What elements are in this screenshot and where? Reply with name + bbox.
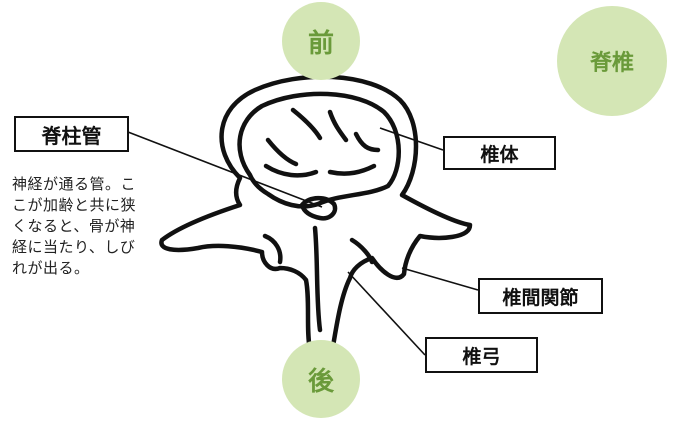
back-label: 後 bbox=[307, 366, 334, 397]
leader-vertebral-body bbox=[379, 127, 444, 151]
spinal-canal-description: 神経が通る管。ここが加齢と共に狭くなると、骨が神経に当たり、しびれが出る。 bbox=[12, 175, 137, 277]
spine-title-circle: 脊椎 bbox=[557, 6, 667, 116]
facet-joint-text: 椎間関節 bbox=[502, 286, 579, 309]
leader-vertebral-arch bbox=[347, 271, 426, 356]
facet-joint-label: 椎間関節 bbox=[478, 278, 603, 314]
spinal-canal-text: 脊柱管 bbox=[41, 123, 102, 148]
vertebral-arch-label: 椎弓 bbox=[425, 337, 538, 373]
vertebral-body-text: 椎体 bbox=[480, 143, 519, 166]
front-circle: 前 bbox=[282, 2, 360, 80]
vertebra-outline bbox=[159, 74, 473, 363]
vertebral-body-label: 椎体 bbox=[443, 136, 556, 170]
vertebral-arch-text: 椎弓 bbox=[462, 345, 501, 368]
back-circle: 後 bbox=[282, 340, 360, 418]
spinal-canal-label: 脊柱管 bbox=[14, 116, 129, 152]
leader-facet-joint bbox=[401, 267, 479, 291]
spine-title: 脊椎 bbox=[589, 51, 634, 76]
leader-spinal-canal bbox=[127, 131, 323, 208]
body-inner-ring bbox=[237, 91, 401, 209]
front-label: 前 bbox=[307, 28, 334, 59]
